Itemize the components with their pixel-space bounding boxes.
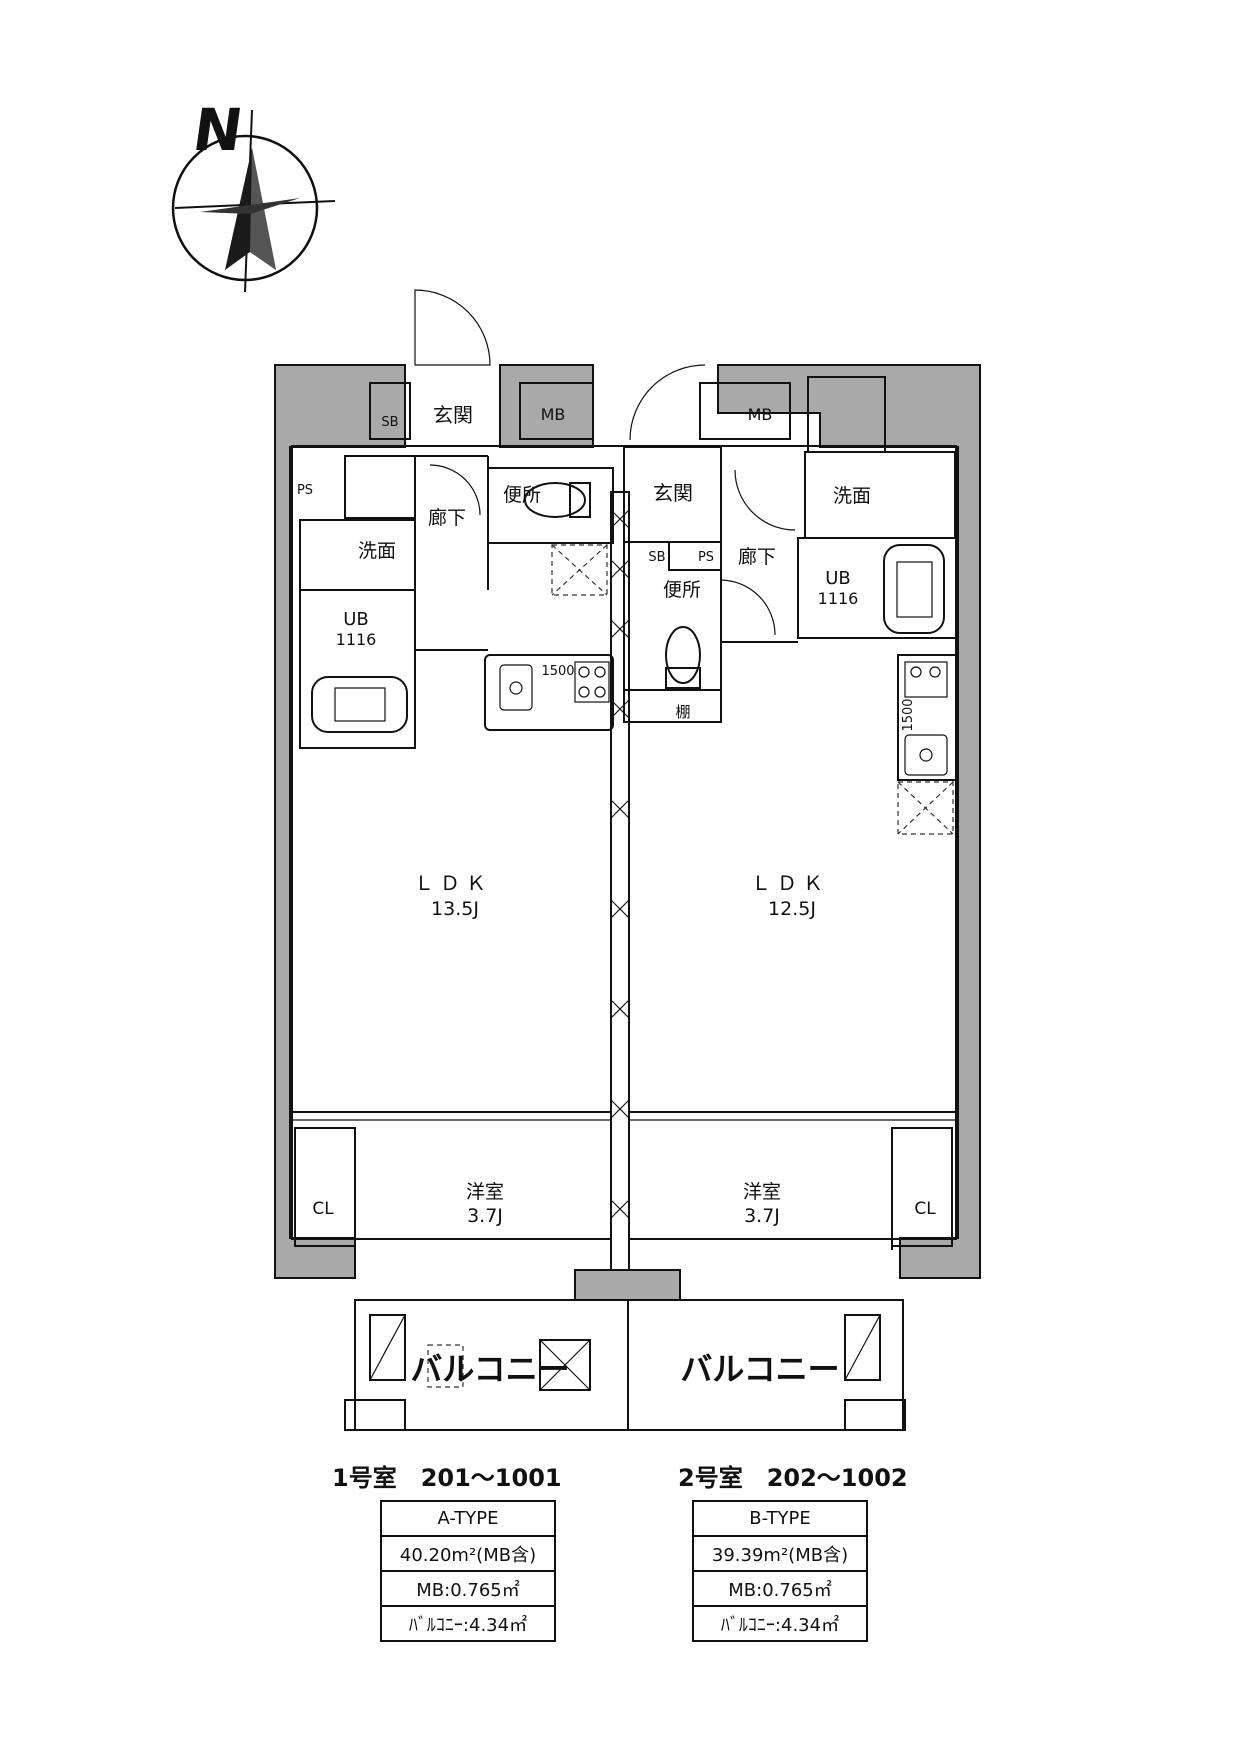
sb-label: SB <box>648 550 665 565</box>
western-size-label: 3.7J <box>744 1205 780 1227</box>
kitchen-width-label: 1500 <box>901 698 916 731</box>
western-label: 洋室 <box>466 1181 504 1203</box>
compass: N <box>171 96 336 293</box>
balcony-label: バルコニー <box>410 1350 569 1388</box>
balcony-cell: ﾊﾞﾙｺﾆｰ:4.34㎡ <box>380 1605 556 1642</box>
mb-cell: MB:0.765㎡ <box>380 1570 556 1607</box>
floor-plan: N <box>171 96 981 1431</box>
mb-cell: MB:0.765㎡ <box>692 1570 868 1607</box>
north-label: N <box>189 96 247 164</box>
ps-label: PS <box>297 483 313 498</box>
mb-label: MB <box>541 405 566 424</box>
hallway-label: 廊下 <box>738 546 776 568</box>
western-label: 洋室 <box>743 1181 781 1203</box>
ldk-size-label: 13.5J <box>431 898 479 920</box>
toilet-label: 便所 <box>503 484 541 506</box>
western-size-label: 3.7J <box>467 1205 503 1227</box>
washroom-label: 洗面 <box>358 540 396 562</box>
hallway-label: 廊下 <box>428 507 466 529</box>
ps-label: PS <box>698 550 714 565</box>
bath-size-label: 1116 <box>818 589 859 608</box>
unit-caption-1: 1号室 201～1001 <box>332 1464 562 1492</box>
washroom-label: 洗面 <box>833 485 871 507</box>
closet-label: CL <box>312 1199 334 1219</box>
kitchen-width-label: 1500 <box>541 664 574 679</box>
entrance-label: 玄関 <box>653 481 693 505</box>
area-cell: 39.39m²(MB含) <box>692 1535 868 1572</box>
entrance-label: 玄関 <box>433 403 473 427</box>
ldk-size-label: 12.5J <box>768 898 816 920</box>
spec-table-a: A-TYPE 40.20m²(MB含) MB:0.765㎡ ﾊﾞﾙｺﾆｰ:4.3… <box>380 1500 556 1642</box>
interior-walls <box>291 289 957 1431</box>
outer-walls <box>274 364 981 1301</box>
room-labels-unit1: 玄関 MB SB PS 廊下 便所 洗面 UB 1116 1500 ＬＤＫ 13… <box>297 403 575 1388</box>
shelf-label: 棚 <box>675 703 690 721</box>
balcony-label: バルコニー <box>680 1350 839 1388</box>
sb-label: SB <box>381 415 398 430</box>
room-labels-unit2: 玄関 MB SB PS 廊下 便所 棚 洗面 UB 1116 1500 ＬＤＫ … <box>648 405 936 1388</box>
area-cell: 40.20m²(MB含) <box>380 1535 556 1572</box>
type-cell: A-TYPE <box>380 1500 556 1537</box>
spec-table-b: B-TYPE 39.39m²(MB含) MB:0.765㎡ ﾊﾞﾙｺﾆｰ:4.3… <box>692 1500 868 1642</box>
closet-label: CL <box>914 1199 936 1219</box>
bath-label: UB <box>343 609 369 630</box>
bath-size-label: 1116 <box>336 630 377 649</box>
unit-caption-2: 2号室 202～1002 <box>678 1464 908 1492</box>
ldk-label: ＬＤＫ <box>414 871 492 895</box>
bath-label: UB <box>825 568 851 589</box>
balcony-cell: ﾊﾞﾙｺﾆｰ:4.34㎡ <box>692 1605 868 1642</box>
toilet-label: 便所 <box>663 579 701 601</box>
ldk-label: ＬＤＫ <box>751 871 829 895</box>
mb-label: MB <box>748 405 773 424</box>
type-cell: B-TYPE <box>692 1500 868 1537</box>
